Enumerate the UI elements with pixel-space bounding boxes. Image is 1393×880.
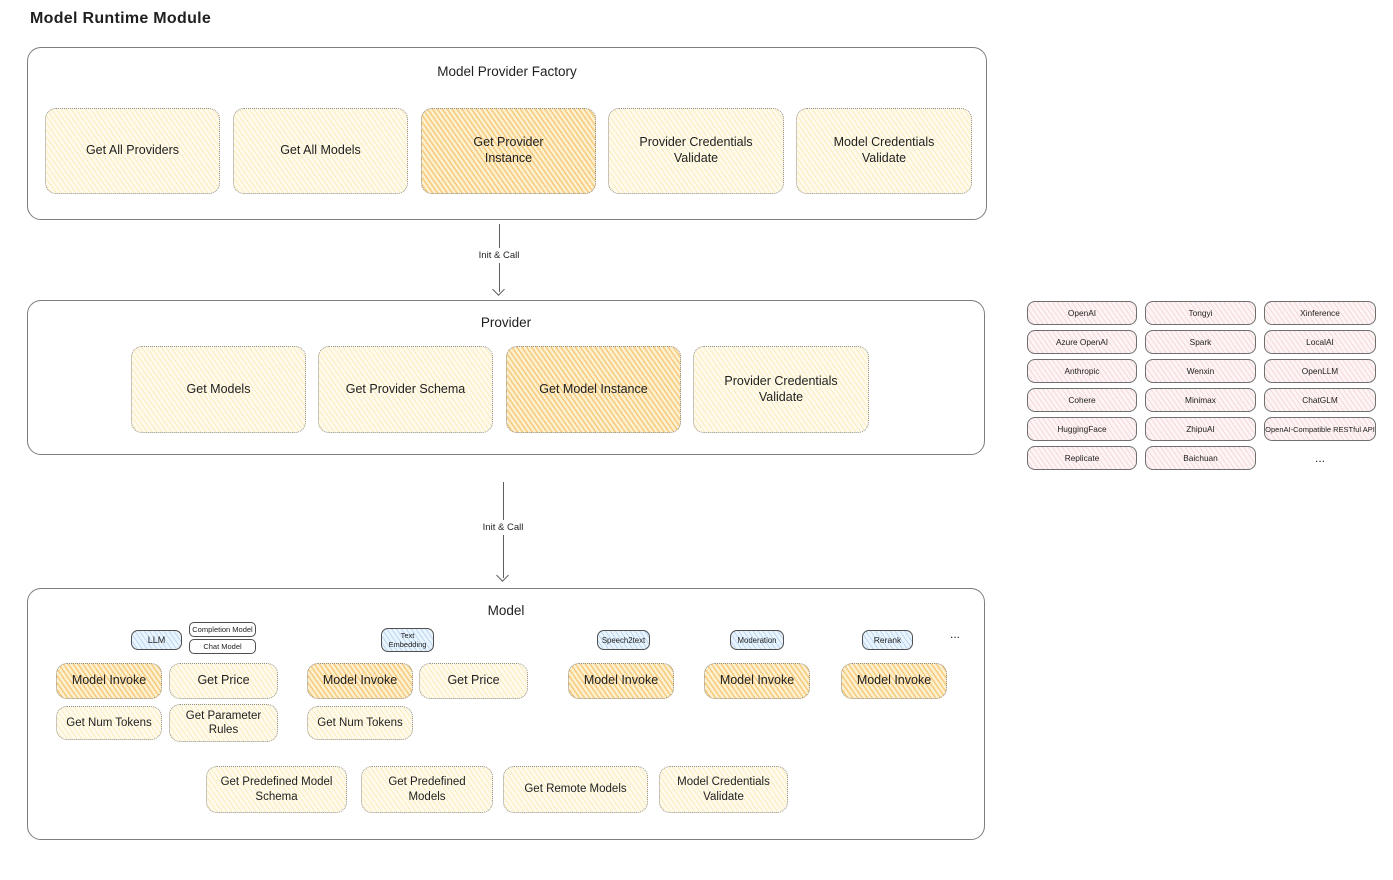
provider-cell-baichuan: Baichuan (1145, 446, 1256, 470)
llm-get-price: Get Price (169, 663, 278, 699)
provider-cell-azure-openai: Azure OpenAI (1027, 330, 1137, 354)
tag-moderation: Moderation (730, 630, 784, 650)
model-tags-ellipsis: ... (950, 627, 961, 641)
provider-cell-anthropic: Anthropic (1027, 359, 1137, 383)
text-embedding-get-num-tokens: Get Num Tokens (307, 706, 413, 740)
providers-panel: OpenAI Azure OpenAI Anthropic Cohere Hug… (1027, 301, 1376, 470)
provider-get-model-instance: Get Model Instance (506, 346, 681, 433)
factory-container: Model Provider Factory Get All Providers… (27, 47, 987, 220)
factory-get-all-providers: Get All Providers (45, 108, 220, 194)
provider-cell-minimax: Minimax (1145, 388, 1256, 412)
llm-model-invoke: Model Invoke (56, 663, 162, 699)
get-predefined-model-schema: Get Predefined Model Schema (206, 766, 347, 813)
provider-cell-xinference: Xinference (1264, 301, 1376, 325)
arrow-label: Init & Call (473, 248, 525, 263)
provider-cell-replicate: Replicate (1027, 446, 1137, 470)
speech2text-model-invoke: Model Invoke (568, 663, 674, 699)
provider-credentials-validate: Provider Credentials Validate (693, 346, 869, 433)
provider-cell-tongyi: Tongyi (1145, 301, 1256, 325)
text-embedding-model-invoke: Model Invoke (307, 663, 413, 699)
tag-text-embedding: Text Embedding (381, 628, 434, 652)
provider-cell-localai: LocalAI (1264, 330, 1376, 354)
tag-llm: LLM (131, 630, 182, 650)
provider-cell-spark: Spark (1145, 330, 1256, 354)
page-title: Model Runtime Module (30, 10, 212, 27)
text-embedding-get-price: Get Price (419, 663, 528, 699)
arrow-head-icon (496, 569, 510, 582)
provider-cell-huggingface: HuggingFace (1027, 417, 1137, 441)
arrow-down-icon: Init & Call (473, 224, 525, 296)
provider-cell-openai-compatible-restful-api: OpenAI-Compatible RESTful API (1264, 417, 1376, 441)
arrow-label: Init & Call (477, 520, 529, 535)
get-remote-models: Get Remote Models (503, 766, 648, 813)
tag-speech2text: Speech2text (597, 630, 650, 650)
arrow-down-icon: Init & Call (477, 482, 529, 582)
model-container: Model LLM Completion Model Chat Model Te… (27, 588, 985, 840)
factory-model-credentials-validate: Model Credentials Validate (796, 108, 972, 194)
factory-title: Model Provider Factory (437, 64, 577, 79)
factory-provider-credentials-validate: Provider Credentials Validate (608, 108, 784, 194)
provider-cell-openllm: OpenLLM (1264, 359, 1376, 383)
provider-cell-openai: OpenAI (1027, 301, 1137, 325)
tag-rerank: Rerank (862, 630, 913, 650)
provider-container: Provider Get Models Get Provider Schema … (27, 300, 985, 455)
tag-chat-model: Chat Model (189, 639, 256, 654)
llm-get-num-tokens: Get Num Tokens (56, 706, 162, 740)
provider-cell-wenxin: Wenxin (1145, 359, 1256, 383)
provider-get-models: Get Models (131, 346, 306, 433)
factory-get-all-models: Get All Models (233, 108, 408, 194)
llm-get-parameter-rules: Get Parameter Rules (169, 704, 278, 742)
providers-ellipsis: ... (1314, 451, 1325, 465)
provider-title: Provider (480, 315, 532, 330)
model-credentials-validate: Model Credentials Validate (659, 766, 788, 813)
factory-get-provider-instance: Get Provider Instance (421, 108, 596, 194)
moderation-model-invoke: Model Invoke (704, 663, 810, 699)
model-title: Model (487, 603, 525, 618)
provider-cell-cohere: Cohere (1027, 388, 1137, 412)
get-predefined-models: Get Predefined Models (361, 766, 493, 813)
provider-cell-zhipuai: ZhipuAI (1145, 417, 1256, 441)
arrow-head-icon (492, 283, 506, 296)
rerank-model-invoke: Model Invoke (841, 663, 947, 699)
tag-completion-model: Completion Model (189, 622, 256, 637)
provider-cell-chatglm: ChatGLM (1264, 388, 1376, 412)
provider-get-provider-schema: Get Provider Schema (318, 346, 493, 433)
